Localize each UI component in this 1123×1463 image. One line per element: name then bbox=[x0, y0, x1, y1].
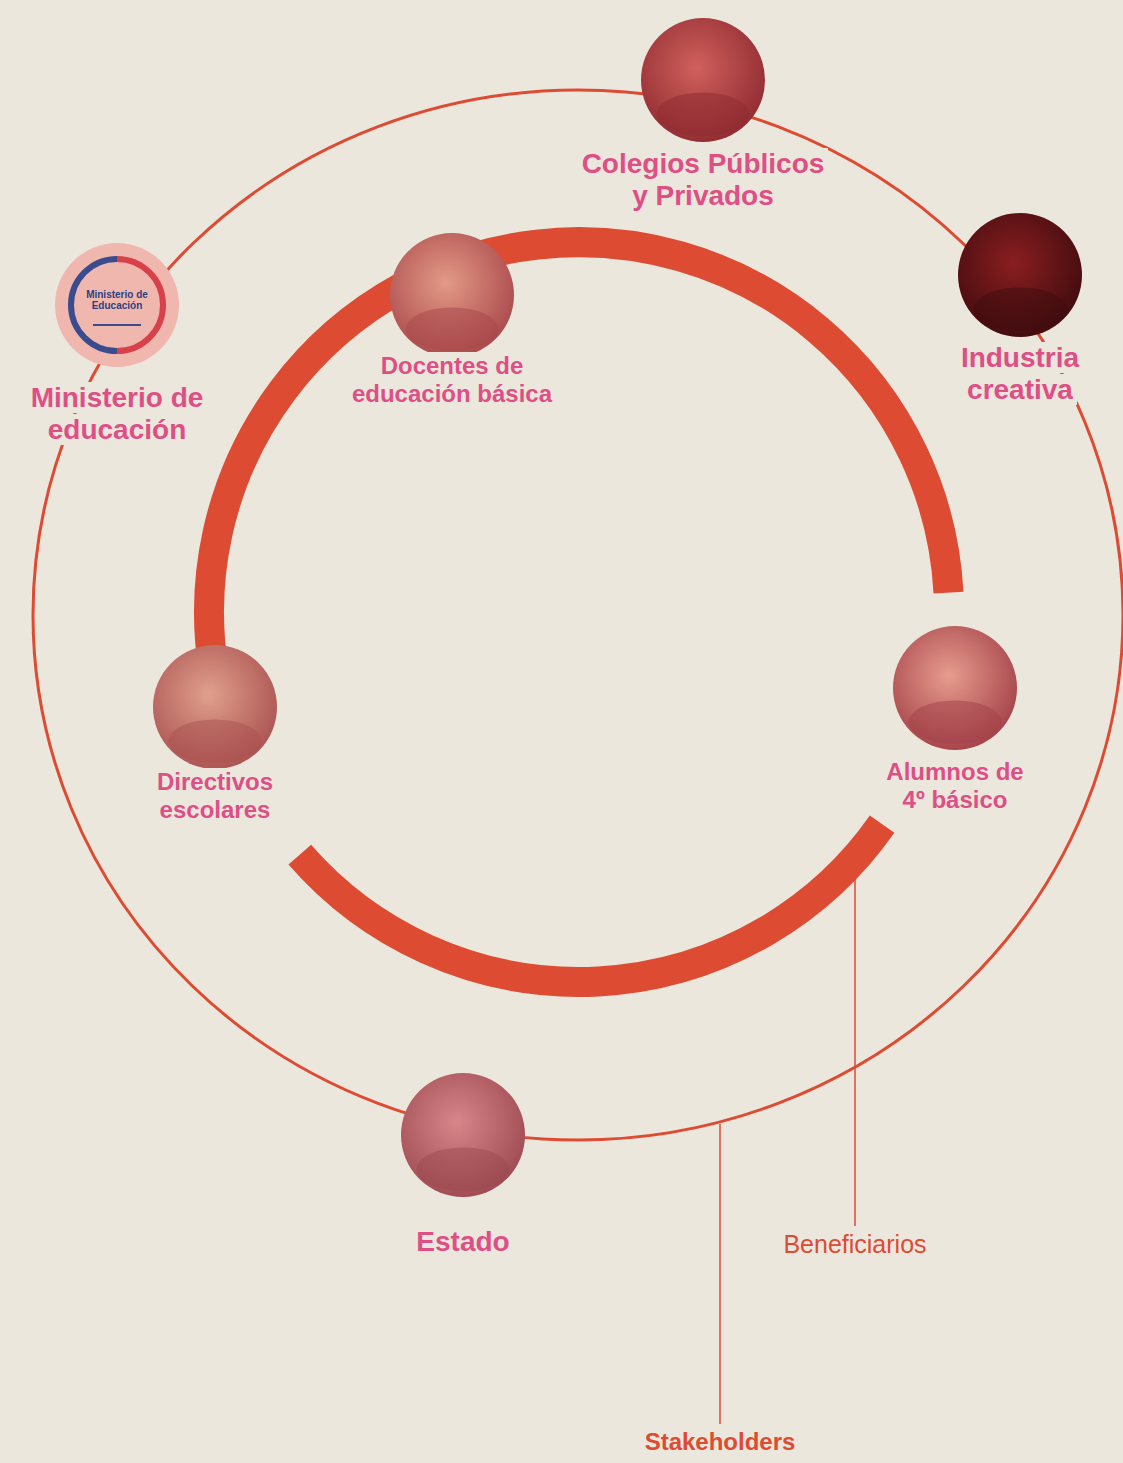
leader-line bbox=[854, 872, 856, 1226]
node-label: Directivos escolares bbox=[133, 768, 298, 823]
stakeholder-node: Industria creativa bbox=[945, 213, 1095, 407]
photo-circle bbox=[401, 1073, 525, 1197]
node-text: Docentes de educación básica bbox=[348, 352, 556, 407]
stakeholder-node: Estado bbox=[388, 1073, 538, 1259]
node-text: Alumnos de 4º básico bbox=[882, 758, 1027, 813]
photo-circle bbox=[153, 645, 277, 769]
node-label: Docentes de educación básica bbox=[342, 352, 562, 407]
leader-line bbox=[719, 1124, 721, 1424]
beneficiary-ring bbox=[300, 824, 882, 982]
photo-disc bbox=[893, 626, 1017, 750]
group-label-text: Stakeholders bbox=[641, 1428, 800, 1455]
photo-circle bbox=[958, 213, 1082, 337]
photo-shade bbox=[406, 307, 499, 350]
node-text: Estado bbox=[412, 1226, 513, 1257]
group-label: Beneficiarios bbox=[755, 1230, 955, 1259]
node-label: Ministerio de educación bbox=[22, 382, 212, 446]
logo-stroke bbox=[93, 324, 141, 326]
logo-disc bbox=[55, 243, 179, 367]
logo-label: Ministerio de Educación bbox=[85, 289, 149, 311]
photo-disc bbox=[401, 1073, 525, 1197]
stakeholder-node: Alumnos de 4º básico bbox=[873, 626, 1038, 814]
stakeholder-node: Docentes de educación básica bbox=[342, 233, 562, 408]
photo-circle bbox=[641, 18, 765, 142]
group-label: Stakeholders bbox=[610, 1428, 830, 1456]
photo-shade bbox=[974, 287, 1067, 330]
node-label: Alumnos de 4º básico bbox=[873, 758, 1038, 813]
photo-shade bbox=[657, 92, 750, 135]
node-text: Ministerio de educación bbox=[27, 382, 208, 445]
node-text: Colegios Públicos y Privados bbox=[578, 148, 829, 211]
stakeholder-node: Ministerio de educación bbox=[22, 243, 212, 447]
node-label: Colegios Públicos y Privados bbox=[576, 148, 831, 212]
stakeholder-node: Directivos escolares bbox=[133, 645, 298, 824]
photo-disc bbox=[958, 213, 1082, 337]
beneficiary-ring bbox=[209, 242, 948, 676]
photo-shade bbox=[909, 700, 1002, 743]
node-text: Industria creativa bbox=[957, 342, 1083, 405]
group-label-text: Beneficiarios bbox=[779, 1230, 930, 1258]
photo-disc bbox=[641, 18, 765, 142]
photo-shade bbox=[169, 719, 262, 762]
node-text: Directivos escolares bbox=[153, 768, 277, 823]
node-label: Estado bbox=[388, 1226, 538, 1258]
node-label: Industria creativa bbox=[945, 342, 1095, 406]
photo-circle bbox=[893, 626, 1017, 750]
stakeholder-ring bbox=[33, 90, 1123, 1140]
photo-shade bbox=[417, 1147, 510, 1190]
logo-label-text: Ministerio de Educación bbox=[86, 289, 148, 311]
photo-disc bbox=[390, 233, 514, 357]
photo-circle bbox=[390, 233, 514, 357]
stakeholder-node: Colegios Públicos y Privados bbox=[576, 18, 831, 213]
photo-disc bbox=[153, 645, 277, 769]
